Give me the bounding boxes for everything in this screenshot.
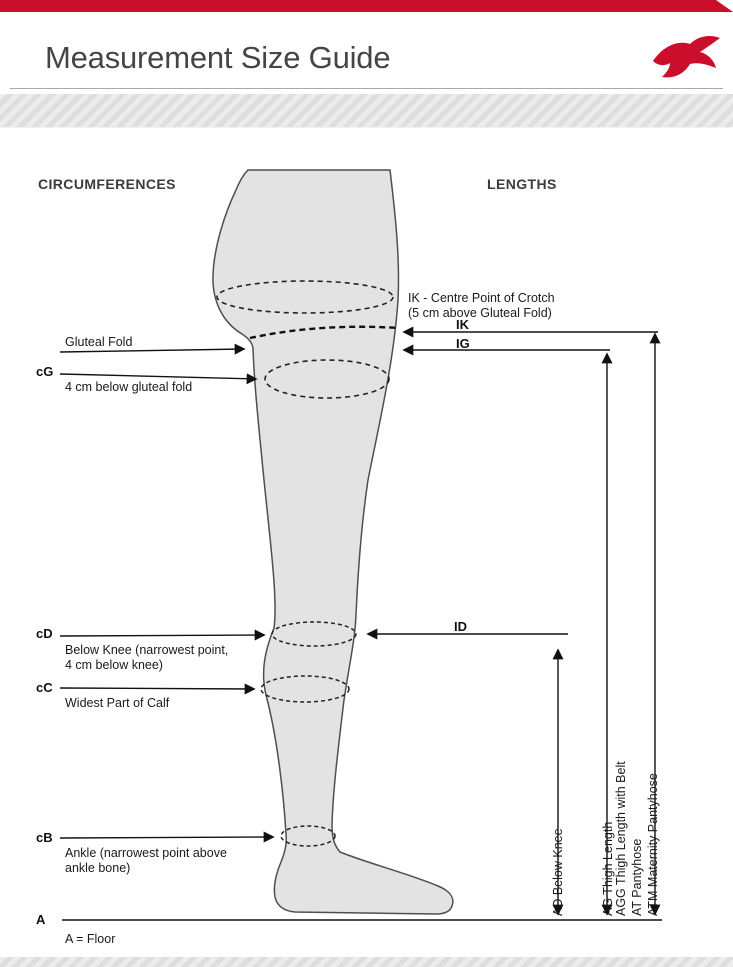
striped-footer (0, 957, 733, 967)
top-accent-bar (0, 0, 733, 12)
a-description: A = Floor (65, 932, 116, 946)
ig-label: IG (456, 336, 470, 351)
cg-thigh-ellipse (264, 359, 390, 399)
swallow-logo (653, 36, 720, 78)
header-divider (10, 88, 723, 89)
leg-illustration (212, 169, 454, 915)
cd-below-knee-ellipse (271, 621, 357, 647)
cb-ankle-ellipse (280, 825, 336, 847)
striped-banner (0, 94, 733, 128)
cg-description: 4 cm below gluteal fold (65, 380, 193, 394)
a-code: A (36, 912, 46, 927)
gluteal-fold-label: Gluteal Fold (65, 335, 133, 349)
agg-vertical-label-group: AGG Thigh Length with Belt AT Pantyhose … (613, 761, 661, 916)
cc-description: Widest Part of Calf (65, 696, 170, 710)
gluteal-fold-dashed-line (249, 325, 400, 340)
cb-arrow (59, 831, 275, 843)
atm-vertical-label: ATM Maternity Pantyhose (646, 773, 660, 916)
cd-code: cD (36, 626, 53, 641)
cb-description: Ankle (narrowest point above ankle bone) (65, 846, 227, 875)
cd-arrow (59, 629, 266, 641)
cc-code: cC (36, 680, 53, 695)
cc-arrow (59, 683, 256, 695)
ik-label: IK (456, 317, 469, 332)
hip-circumference-ellipse (216, 280, 394, 314)
ad-vertical-label: AD Below Knee (551, 828, 565, 916)
swallow-icon (653, 36, 720, 78)
cg-arrow (59, 373, 258, 385)
cd-description: Below Knee (narrowest point, 4 cm below … (65, 643, 229, 672)
cg-code: cG (36, 364, 54, 379)
cb-code: cB (36, 830, 53, 845)
ik-note-line2: (5 cm above Gluteal Fold) (408, 306, 552, 320)
circumferences-heading: CIRCUMFERENCES (38, 176, 176, 192)
lengths-heading: LENGTHS (487, 176, 557, 192)
page-title: Measurement Size Guide (45, 40, 391, 75)
agg-vertical-label: AGG Thigh Length with Belt (614, 761, 628, 916)
cc-calf-ellipse (260, 675, 350, 703)
ik-note-line1: IK - Centre Point of Crotch (408, 291, 555, 305)
gluteal-fold-arrow (59, 343, 246, 355)
at-vertical-label: AT Pantyhose (630, 838, 644, 916)
id-label: ID (454, 619, 467, 634)
